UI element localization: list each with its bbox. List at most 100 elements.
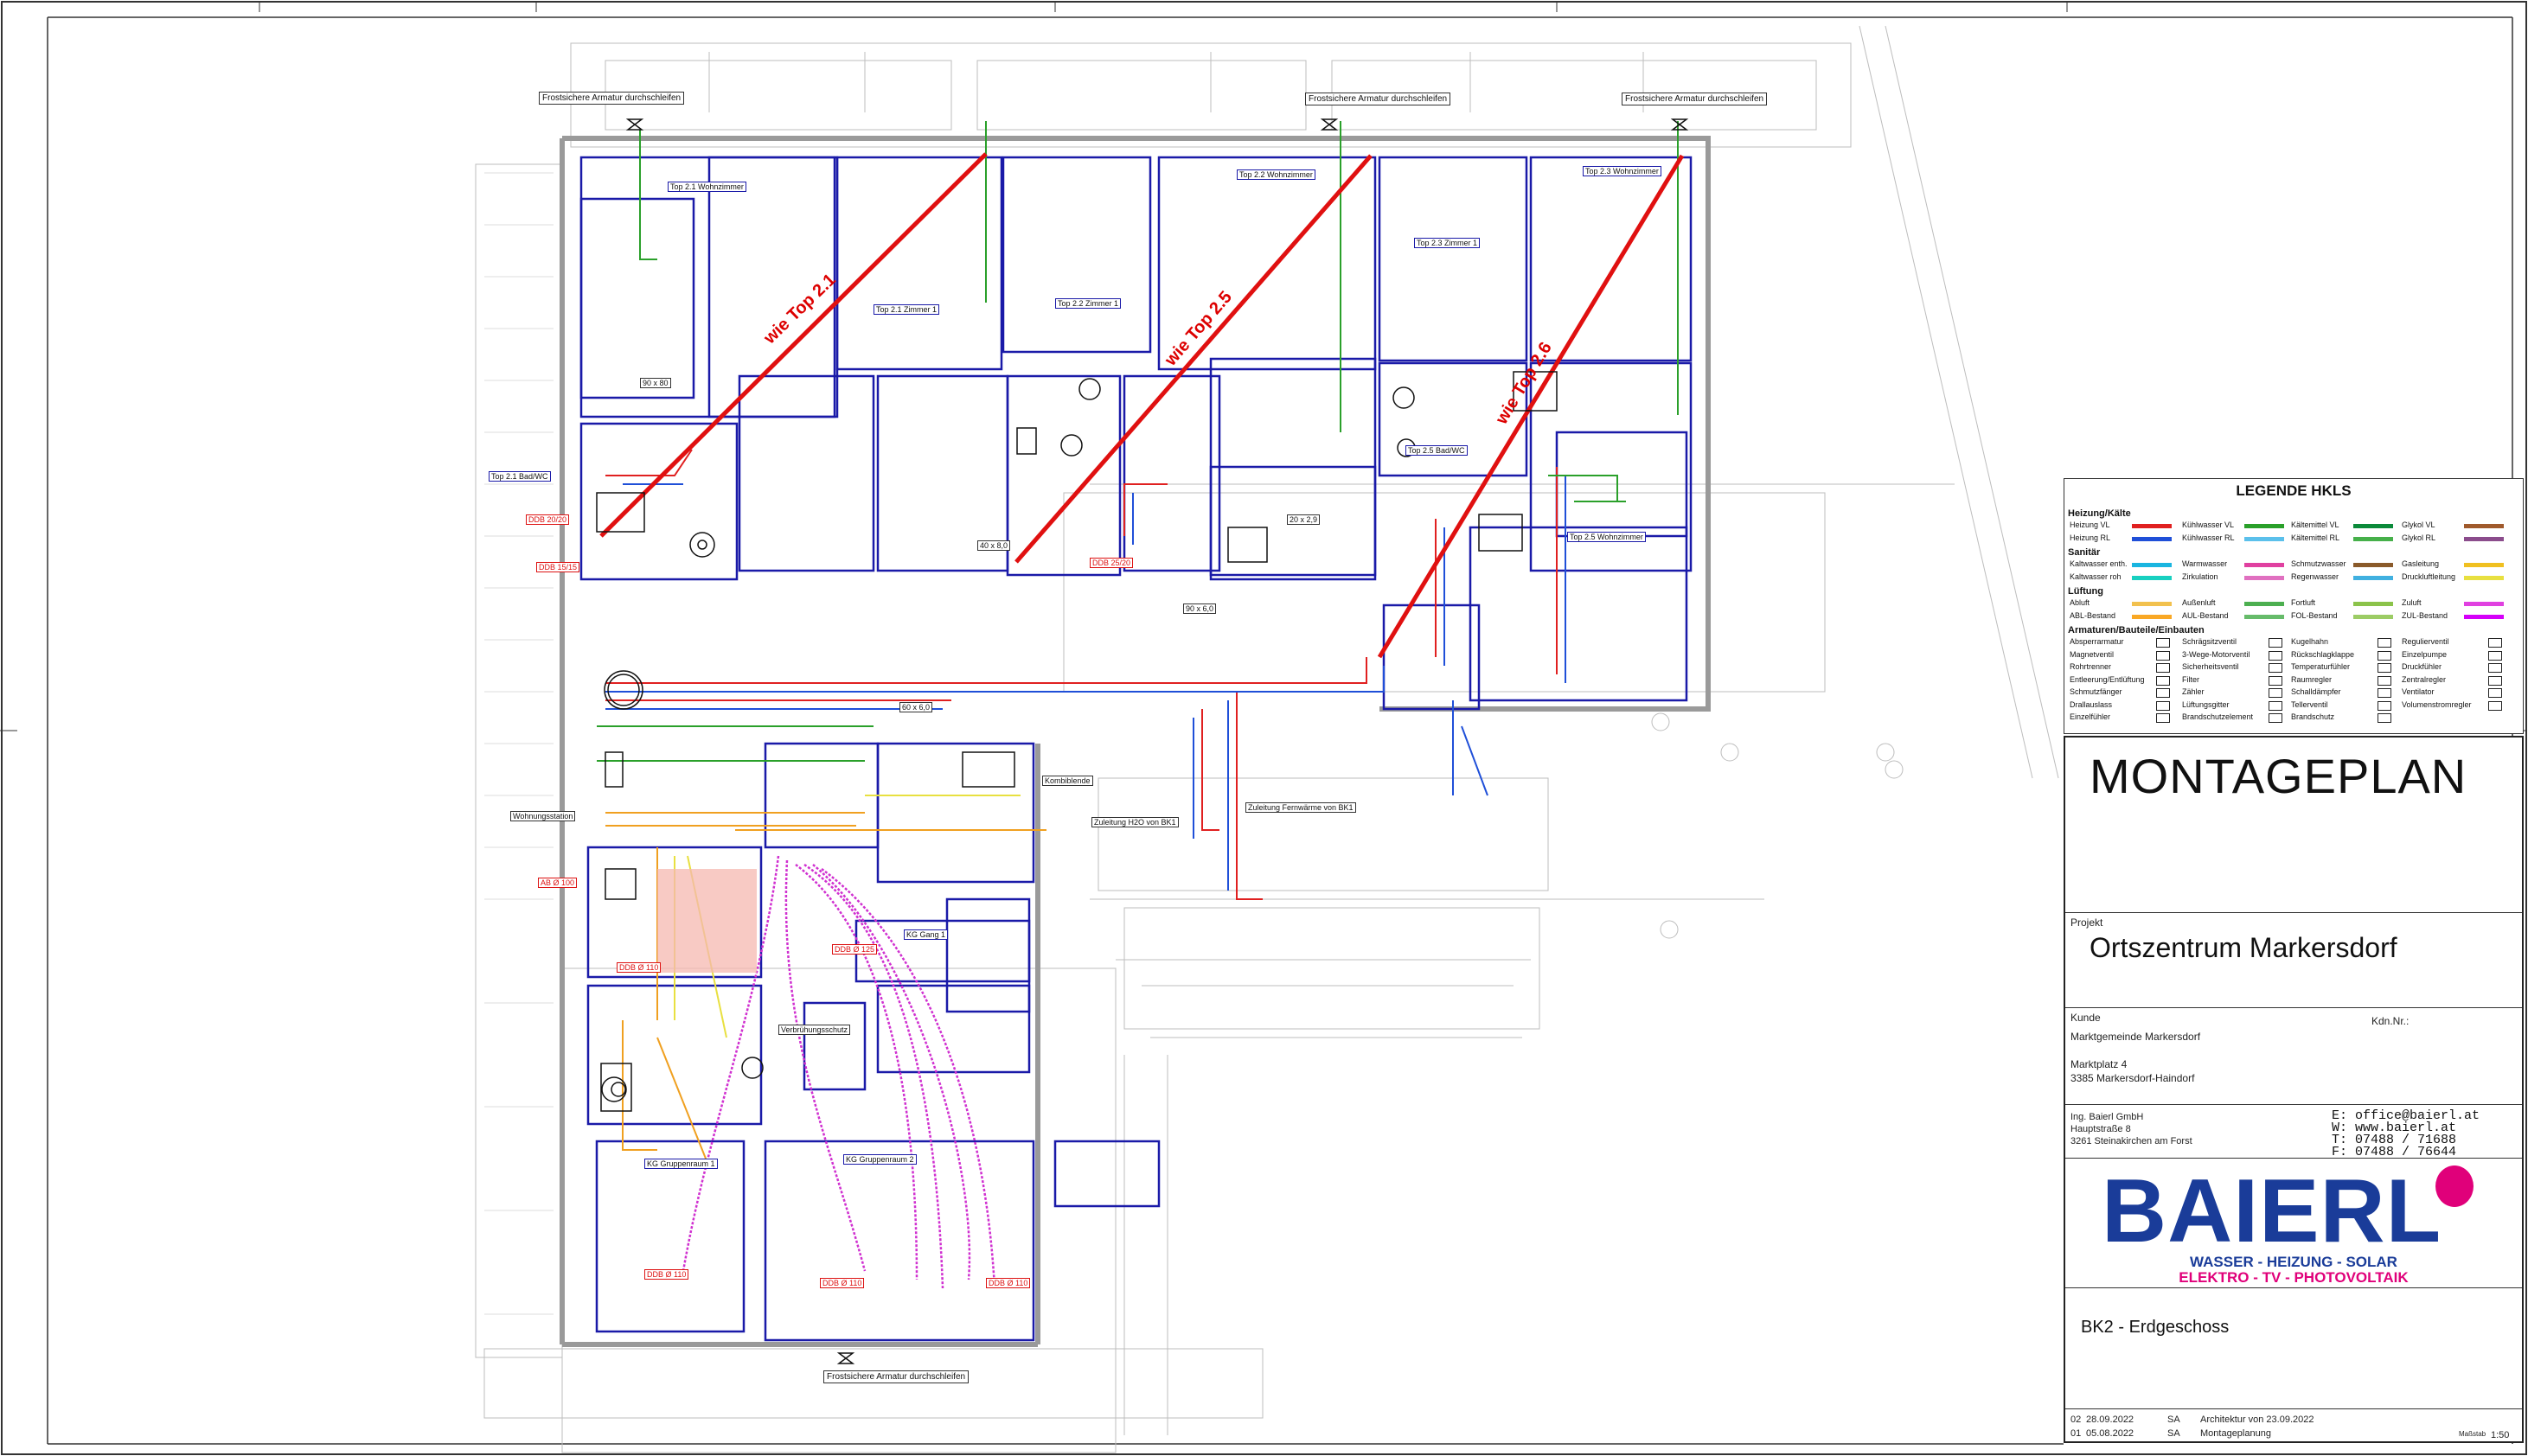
dimension-tag: 20 x 2,9 [1287,514,1321,525]
legend-color-swatch [2244,563,2284,567]
legend-item-label: FOL-Bestand [2291,610,2338,620]
legend-symbol-icon [2156,675,2170,686]
legend-item-label: Sicherheitsventil [2182,662,2239,671]
legend-color-swatch [2464,563,2504,567]
note-tag: Verbrühungsschutz [778,1025,851,1035]
legend-item-label: Ventilator [2402,687,2435,696]
customer-city: 3385 Markersdorf-Haindorf [2070,1072,2195,1084]
legend-symbol-icon [2378,650,2391,661]
logo-tagline-2: ELEKTRO - TV - PHOTOVOLTAIK [2179,1269,2409,1286]
legend-section-title: Sanitär [2068,547,2101,558]
dimension-tag: 90 x 80 [640,378,671,388]
company-email: E: office@baierl.at [2332,1108,2480,1123]
legend-item-label: Druckfühler [2402,662,2442,671]
legend-symbol-icon [2156,688,2170,698]
legend-item-label: Rückschlagklappe [2291,649,2355,659]
legend-item-label: Fortluft [2291,598,2316,607]
legend-item-label: Zähler [2182,687,2205,696]
legend-symbol-icon [2156,638,2170,648]
legend-color-swatch [2353,575,2393,580]
room-label: Top 2.3 Wohnzimmer [1583,166,1661,176]
legend-color-swatch [2132,536,2172,541]
legend-symbol-icon [2269,638,2282,648]
legend-symbol-icon [2378,700,2391,711]
legend-item-label: Magnetventil [2070,649,2115,659]
legend-item-label: Brandschutz [2291,712,2335,721]
legend-item-label: Kugelhahn [2291,637,2329,646]
company-city: 3261 Steinakirchen am Forst [2070,1136,2192,1146]
legend-item-label: Regenwasser [2291,572,2339,581]
legend-item-label: Zirkulation [2182,572,2218,581]
duct-tag: AB Ø 100 [538,878,578,888]
room-label: Top 2.2 Wohnzimmer [1237,169,1315,180]
legend-item-label: Temperaturfühler [2291,662,2351,671]
legend-title: LEGENDE HKLS [2236,482,2352,499]
drawing-name: BK2 - Erdgeschoss [2081,1318,2230,1337]
revision-by: SA [2167,1414,2180,1425]
legend-item-label: Filter [2182,674,2199,684]
legend-color-swatch [2464,524,2504,528]
scale-value: 1:50 [2491,1430,2510,1440]
legend-color-swatch [2464,536,2504,541]
legend-symbol-icon [2156,700,2170,711]
legend-item-label: Kältemittel VL [2291,520,2339,529]
legend-item-label: Gasleitung [2402,559,2440,568]
legend-item-label: Kaltwasser roh [2070,572,2122,581]
note-tag: Zuleitung Fernwärme von BK1 [1245,802,1356,813]
room-label: KG Gruppenraum 1 [644,1159,718,1169]
customer-number-label: Kdn.Nr.: [2371,1015,2410,1027]
title-block: MONTAGEPLAN Projekt Ortszentrum Markersd… [2064,736,2524,1443]
legend-color-swatch [2353,563,2393,567]
legend-symbol-icon [2269,675,2282,686]
legend-item-label: Volumenstromregler [2402,699,2472,709]
legend-item-label: Druckluftleitung [2402,572,2456,581]
legend-symbol-icon [2269,700,2282,711]
company-street: Hauptstraße 8 [2070,1124,2131,1134]
legend-color-swatch [2464,575,2504,580]
revision-date: 05.08.2022 [2086,1428,2134,1439]
legend-symbol-icon [2488,650,2502,661]
duct-tag: DDB Ø 125 [832,944,878,955]
legend-color-swatch [2353,536,2393,541]
legend-color-swatch [2244,575,2284,580]
revision-no: 01 [2070,1428,2082,1439]
legend-color-swatch [2132,524,2172,528]
legend-item-label: Außenluft [2182,598,2216,607]
legend-symbol-icon [2156,713,2170,723]
company-logo: BAIERL WASSER - HEIZUNG - SOLAR ELEKTRO … [2065,1158,2522,1287]
legend-symbol-icon [2156,650,2170,661]
legend-item-label: Absperrarmatur [2070,637,2124,646]
frost-armature-label-3: Frostsichere Armatur durchschleifen [1622,93,1768,105]
legend-item-label: Kaltwasser enth. [2070,559,2128,568]
note-tag: Kombiblende [1042,776,1093,786]
room-label: Top 2.1 Bad/WC [489,471,551,482]
room-label: Top 2.2 Zimmer 1 [1055,298,1122,309]
customer-name: Marktgemeinde Markersdorf [2070,1031,2201,1043]
legend-item-label: AUL-Bestand [2182,610,2229,620]
legend-symbol-icon [2269,713,2282,723]
room-label: Top 2.5 Bad/WC [1405,445,1468,456]
legend-color-swatch [2244,536,2284,541]
frost-armature-label-1: Frostsichere Armatur durchschleifen [539,92,685,105]
duct-tag: DDB 25/20 [1090,558,1134,568]
legend-item-label: Schmutzwasser [2291,559,2346,568]
duct-tag: DDB Ø 110 [644,1269,689,1280]
legend-item-label: Rohrtrenner [2070,662,2112,671]
legend-symbol-icon [2488,638,2502,648]
legend-symbol-icon [2488,663,2502,673]
scale-label: Maßstab [2459,1430,2486,1438]
legend-color-swatch [2464,602,2504,606]
document-title: MONTAGEPLAN [2090,749,2467,803]
legend-symbol-icon [2378,663,2391,673]
frost-armature-label-4: Frostsichere Armatur durchschleifen [823,1370,970,1383]
legend-color-swatch [2244,614,2284,619]
duct-tag: DDB Ø 110 [820,1278,865,1288]
legend-item-label: Brandschutzelement [2182,712,2254,721]
company-web: W: www.baierl.at [2332,1121,2457,1135]
legend-item-label: Kühlwasser VL [2182,520,2235,529]
legend-item-label: Lüftungsgitter [2182,699,2230,709]
legend-symbol-icon [2378,675,2391,686]
dimension-tag: 60 x 6,0 [899,702,933,712]
